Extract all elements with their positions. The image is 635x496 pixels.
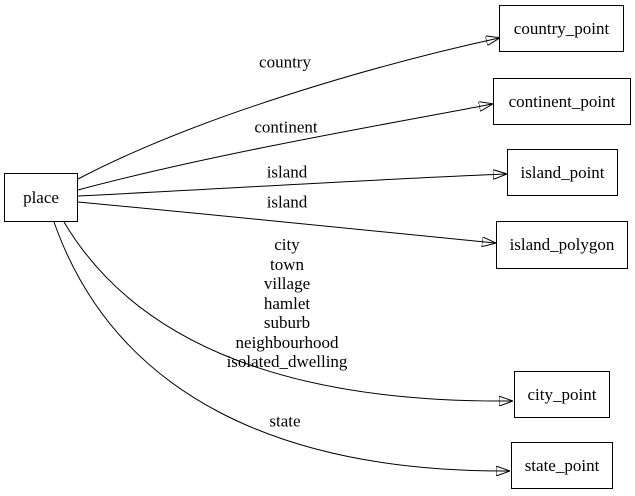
edge-label-state: state bbox=[269, 411, 301, 431]
node-place: place bbox=[4, 173, 78, 222]
edge-place-to-country_point bbox=[77, 38, 499, 180]
edge-place-to-island_point bbox=[77, 174, 506, 197]
edge-label-city-group: city town village hamlet suburb neighbou… bbox=[226, 234, 348, 371]
node-state-point: state_point bbox=[511, 442, 613, 489]
edge-place-to-continent_point bbox=[77, 104, 492, 191]
edge-label-island-point: island bbox=[266, 162, 308, 182]
edge-label-island-polygon: island bbox=[266, 192, 308, 212]
node-continent-point: continent_point bbox=[493, 78, 631, 125]
node-country-point: country_point bbox=[499, 5, 624, 52]
edge-place-to-state_point bbox=[53, 221, 509, 471]
edge-label-continent: continent bbox=[254, 117, 318, 137]
node-island-polygon: island_polygon bbox=[496, 221, 628, 269]
node-city-point: city_point bbox=[514, 371, 610, 418]
edge-label-country: country bbox=[259, 52, 311, 72]
edge-place-to-city_point bbox=[63, 221, 512, 401]
node-island-point: island_point bbox=[507, 149, 618, 196]
edge-place-to-island_polygon bbox=[77, 201, 495, 243]
